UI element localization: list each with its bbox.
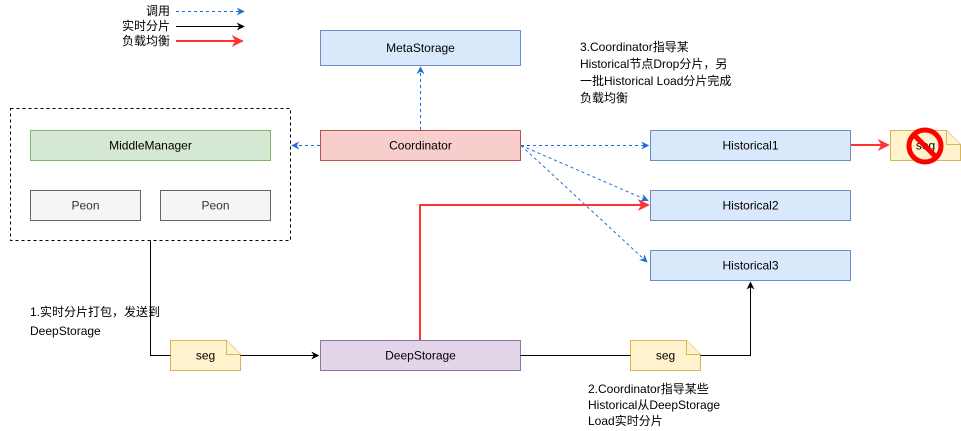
- segment-note-fold: [946, 130, 961, 145]
- deepstorage-label: DeepStorage: [385, 349, 456, 363]
- step1-annotation-line: DeepStorage: [30, 324, 101, 338]
- balance-edge-deepstorage-historical2: [419, 199, 650, 340]
- middlemanager-label: MiddleManager: [109, 139, 192, 153]
- historical1-label: Historical1: [722, 139, 778, 153]
- ban-icon: [906, 127, 944, 165]
- peon-box: [160, 190, 271, 221]
- segment-note-fold: [226, 340, 241, 355]
- legend-realtime-label: 实时分片: [122, 18, 170, 33]
- historical1-box: [650, 130, 851, 161]
- metastorage-node: MetaStorage: [320, 30, 521, 66]
- step3-annotation-line: Historical节点Drop分片，另: [580, 57, 727, 71]
- deepstorage-node: DeepStorage: [320, 340, 521, 371]
- call-edge-coordinator-historical2: [520, 145, 649, 202]
- segment-note-label: seg: [196, 349, 215, 363]
- peon-box: [30, 190, 141, 221]
- legend-item-call: 调用: [146, 4, 245, 18]
- historical2-node: Historical2: [650, 190, 851, 221]
- peon-label: Peon: [201, 199, 229, 213]
- step3-annotation-line: 一批Historical Load分片完成: [580, 73, 731, 88]
- legend-item-realtime: 实时分片: [122, 18, 245, 33]
- step3-annotation: 3.Coordinator指导某 Historical节点Drop分片，另 一批…: [580, 39, 731, 105]
- segment-note-to-historical: seg: [630, 340, 701, 371]
- step2-annotation: 2.Coordinator指导某些 Historical从DeepStorage…: [588, 381, 720, 428]
- step1-annotation: 1.实时分片打包，发送到 DeepStorage: [30, 304, 160, 338]
- historical2-box: [650, 190, 851, 221]
- coordinator-node: Coordinator: [320, 130, 521, 161]
- call-edge-coordinator-historical3: [520, 145, 648, 263]
- legend-call-label: 调用: [146, 4, 170, 18]
- segment-note-shape: [170, 340, 241, 371]
- ban-icon-circle: [906, 127, 944, 165]
- step2-annotation-line: 2.Coordinator指导某些: [588, 381, 709, 396]
- peon-label: Peon: [71, 199, 99, 213]
- segment-note-fold: [686, 340, 701, 355]
- coordinator-label: Coordinator: [389, 139, 452, 153]
- segment-note-label: seg: [656, 349, 675, 363]
- peon-node: Peon: [160, 190, 271, 221]
- segment-note-to-deepstorage: seg: [170, 340, 241, 371]
- step2-annotation-line: Historical从DeepStorage: [588, 398, 720, 412]
- step3-annotation-line: 3.Coordinator指导某: [580, 39, 689, 54]
- metastorage-box: [320, 30, 521, 66]
- historical2-label: Historical2: [722, 199, 778, 213]
- ban-icon-slash: [911, 132, 939, 160]
- deepstorage-box: [320, 340, 521, 371]
- step3-annotation-line: 负载均衡: [580, 91, 628, 105]
- legend-balance-label: 负载均衡: [122, 34, 170, 48]
- coordinator-box: [320, 130, 521, 161]
- historical3-label: Historical3: [722, 259, 778, 273]
- realtime-edge-segment-historical3: [700, 281, 755, 356]
- historical1-node: Historical1: [650, 130, 851, 161]
- realtime-edge-middlemanager-group-segment: [150, 240, 171, 356]
- peon-node: Peon: [30, 190, 141, 221]
- legend: 调用 实时分片 负载均衡: [122, 4, 245, 48]
- metastorage-label: MetaStorage: [386, 41, 455, 55]
- segment-note-shape: [630, 340, 701, 371]
- step1-annotation-line: 1.实时分片打包，发送到: [30, 304, 160, 319]
- step2-annotation-line: Load实时分片: [588, 413, 663, 428]
- middlemanager-node: MiddleManager: [30, 130, 271, 161]
- historical3-box: [650, 250, 851, 281]
- historical3-node: Historical3: [650, 250, 851, 281]
- legend-item-balance: 负载均衡: [122, 34, 244, 48]
- middlemanager-box: [30, 130, 271, 161]
